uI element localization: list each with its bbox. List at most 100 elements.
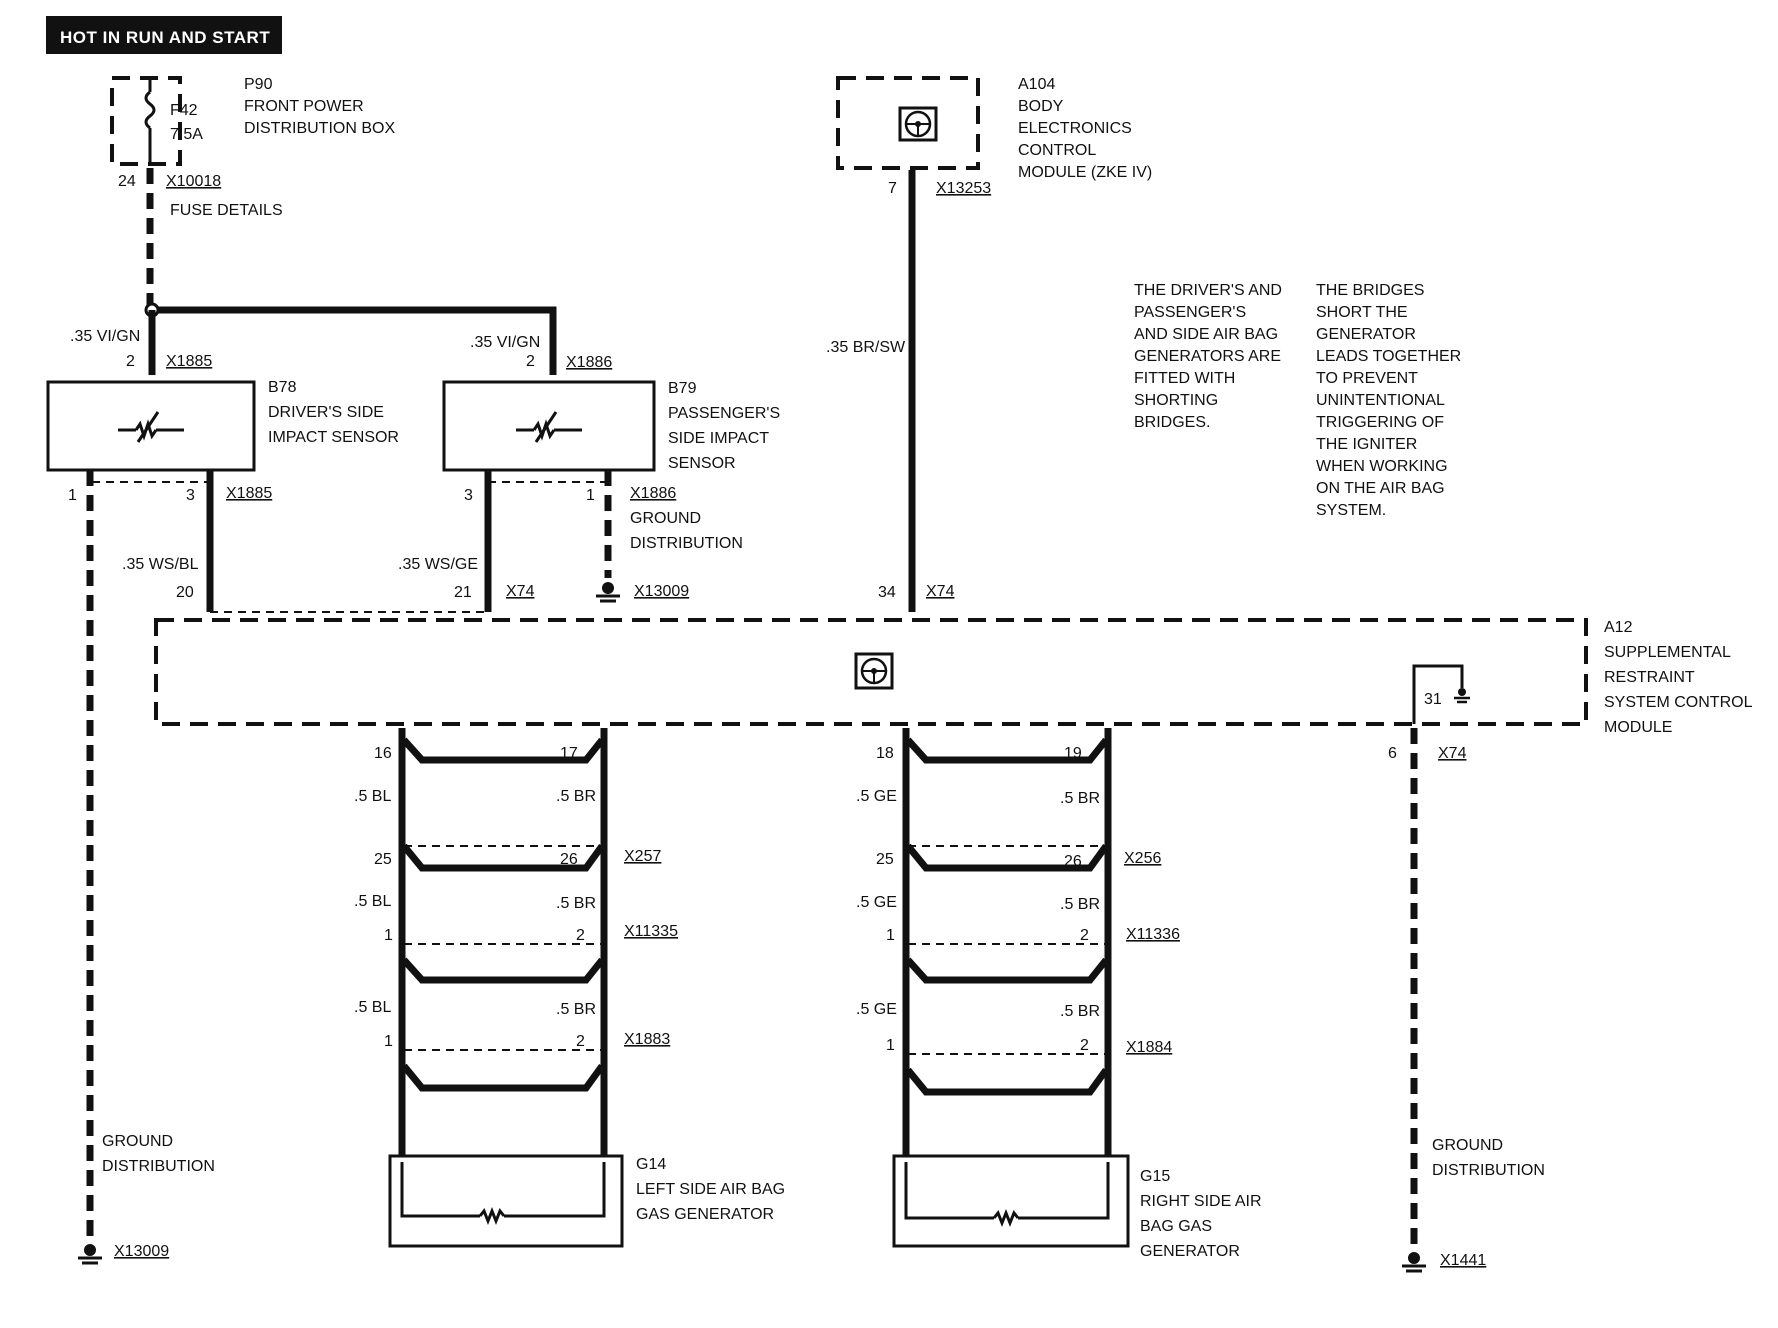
zke-name-2: ELECTRONICS <box>1018 120 1132 137</box>
note-right-line-4: LEADS TOGETHER <box>1316 348 1461 365</box>
igniter-icon <box>400 1162 606 1226</box>
zke-name-3: CONTROL <box>1018 142 1096 159</box>
a12-name-2: RESTRAINT <box>1604 669 1695 686</box>
left-pin-c2-1: 1 <box>384 927 393 944</box>
right-pin-25: 25 <box>876 851 894 868</box>
b79-in-wire-label: .35 VI/GN <box>470 334 540 351</box>
left-pin-c3-2: 2 <box>576 1033 585 1050</box>
fuse-box-p90 <box>110 76 182 166</box>
left-gen-name-2: GAS GENERATOR <box>636 1206 774 1223</box>
note-left-line-6: SHORTING <box>1134 392 1218 409</box>
ground-right-label-2: DISTRIBUTION <box>1432 1162 1545 1179</box>
note-left: THE DRIVER'S AND PASSENGER'S AND SIDE AI… <box>1134 282 1282 431</box>
note-right-line-2: SHORT THE <box>1316 304 1408 321</box>
a12-pin-34: 34 <box>878 584 896 601</box>
b79-sensor-box <box>442 380 656 472</box>
right-wire-b-3: .5 BR <box>1060 1003 1100 1020</box>
right-pin-c3-2: 2 <box>1080 1037 1089 1054</box>
note-left-line-4: GENERATORS ARE <box>1134 348 1281 365</box>
right-conn-x11336: X11336 <box>1126 926 1180 943</box>
a12-name-4: MODULE <box>1604 719 1672 736</box>
note-left-line-2: PASSENGER'S <box>1134 304 1246 321</box>
igniter-icon <box>904 1162 1110 1228</box>
right-wire-b-1: .5 BR <box>1060 790 1100 807</box>
b79-ground-label-2: DISTRIBUTION <box>630 535 743 552</box>
left-pin-c2-2: 2 <box>576 927 585 944</box>
left-pin-16: 16 <box>374 745 392 762</box>
note-right-line-5: TO PREVENT <box>1316 370 1418 387</box>
zke-id: A104 <box>1018 76 1055 93</box>
b79-pin-in: 2 <box>526 353 535 370</box>
b78-in-wire-label: .35 VI/GN <box>70 328 140 345</box>
note-left-line-1: THE DRIVER'S AND <box>1134 282 1282 299</box>
ground-right-connector: X1441 <box>1440 1252 1486 1269</box>
b78-name-1: DRIVER'S SIDE <box>268 404 384 421</box>
a12-module-box <box>154 618 1588 726</box>
left-conn-x257: X257 <box>624 848 661 865</box>
left-pin-c3-1: 1 <box>384 1033 393 1050</box>
note-left-line-5: FITTED WITH <box>1134 370 1235 387</box>
b79-id: B79 <box>668 380 697 397</box>
ground-left-connector: X13009 <box>114 1243 169 1260</box>
note-right-line-10: ON THE AIR BAG <box>1316 480 1445 497</box>
b78-conn-out: X1885 <box>226 485 272 502</box>
right-wire-b-2: .5 BR <box>1060 896 1100 913</box>
left-wire-a-1: .5 BL <box>354 788 391 805</box>
note-right-line-6: UNINTENTIONAL <box>1316 392 1445 409</box>
zke-module-box <box>836 76 980 170</box>
fuse-box-name-1: FRONT POWER <box>244 98 364 115</box>
b78-name-2: IMPACT SENSOR <box>268 429 399 446</box>
left-wire-b-2: .5 BR <box>556 895 596 912</box>
b78-sensor-box <box>46 380 256 472</box>
left-pin-17: 17 <box>560 745 578 762</box>
b79-ground-conn: X13009 <box>634 583 689 600</box>
left-wire-b-3: .5 BR <box>556 1001 596 1018</box>
b78-pin-gnd: 1 <box>68 487 77 504</box>
internal-ground-icon <box>1412 664 1470 724</box>
a12-conn-bottom: X74 <box>1438 745 1467 762</box>
left-gen-name-1: LEFT SIDE AIR BAG <box>636 1181 785 1198</box>
right-wire-a-3: .5 GE <box>856 1001 897 1018</box>
ground-left-label-2: DISTRIBUTION <box>102 1158 215 1175</box>
right-gen-name-3: GENERATOR <box>1140 1243 1240 1260</box>
b79-ground-label-1: GROUND <box>630 510 701 527</box>
left-gen-wiring <box>398 728 608 1158</box>
zke-name-1: BODY <box>1018 98 1064 115</box>
steering-wheel-icon <box>854 652 894 690</box>
note-right-line-1: THE BRIDGES <box>1316 282 1424 299</box>
right-conn-x256: X256 <box>1124 850 1161 867</box>
impact-sensor-icon <box>118 411 184 443</box>
right-gen-wiring <box>902 728 1112 1160</box>
right-pin-18: 18 <box>876 745 894 762</box>
zke-pin: 7 <box>888 180 897 197</box>
b79-out-wire-label: .35 WS/GE <box>398 556 478 573</box>
right-pin-19: 19 <box>1064 745 1082 762</box>
left-wire-a-3: .5 BL <box>354 999 391 1016</box>
note-right-line-7: TRIGGERING OF <box>1316 414 1444 431</box>
note-right: THE BRIDGES SHORT THE GENERATOR LEADS TO… <box>1316 282 1461 519</box>
ground-right-label-1: GROUND <box>1432 1137 1503 1154</box>
left-conn-x1883: X1883 <box>624 1031 670 1048</box>
a12-pin-21: 21 <box>454 584 472 601</box>
left-pin-26: 26 <box>560 851 578 868</box>
a12-pin-31: 31 <box>1424 691 1442 708</box>
a12-id: A12 <box>1604 619 1633 636</box>
fuse-icon <box>144 90 156 130</box>
b79-conn-gnd: X1886 <box>630 485 676 502</box>
ground-left-icon <box>78 1244 102 1265</box>
right-gen-name-1: RIGHT SIDE AIR <box>1140 1193 1262 1210</box>
b79-name-3: SENSOR <box>668 455 736 472</box>
right-wire-a-1: .5 GE <box>856 788 897 805</box>
right-pin-c2-2: 2 <box>1080 927 1089 944</box>
zke-connector: X13253 <box>936 180 991 197</box>
fuse-details: FUSE DETAILS <box>170 202 283 219</box>
b79-pin-gnd: 1 <box>586 487 595 504</box>
a12-name-3: SYSTEM CONTROL <box>1604 694 1753 711</box>
b79-feed-wire <box>158 306 557 375</box>
b78-conn-in: X1885 <box>166 353 212 370</box>
left-pin-25: 25 <box>374 851 392 868</box>
right-pin-c2-1: 1 <box>886 927 895 944</box>
a12-pin-20: 20 <box>176 584 194 601</box>
right-wire-a-2: .5 GE <box>856 894 897 911</box>
